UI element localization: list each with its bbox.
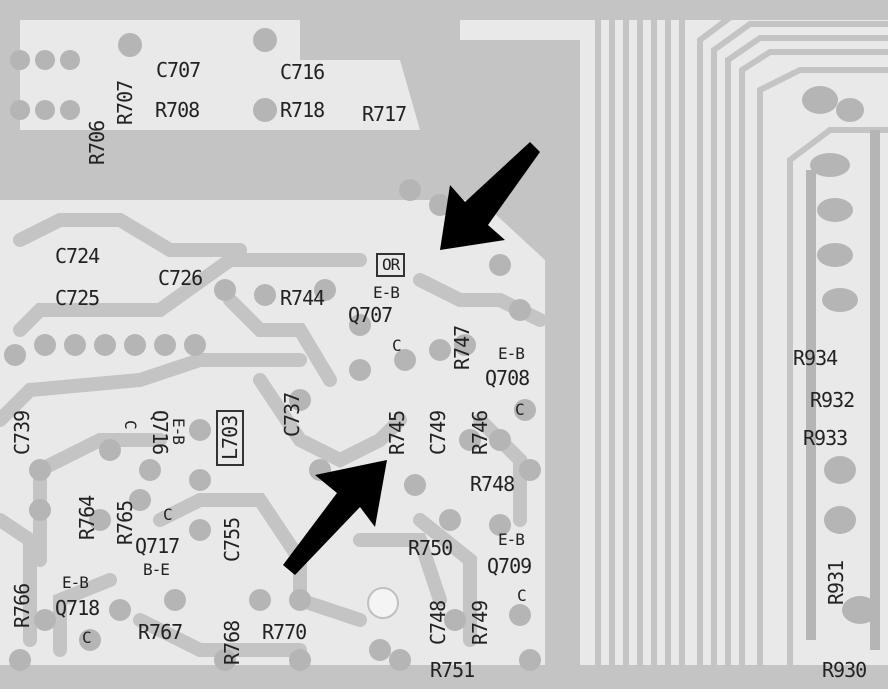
- q716-c-pin: C: [121, 420, 140, 429]
- label-q707: Q707: [348, 303, 393, 327]
- label-r931: R931: [824, 560, 848, 605]
- label-q709: Q709: [487, 554, 532, 578]
- label-c737: C737: [280, 392, 304, 437]
- label-r932: R932: [810, 388, 855, 412]
- label-r745: R745: [385, 410, 409, 455]
- label-r767: R767: [138, 620, 183, 644]
- label-r718: R718: [280, 98, 325, 122]
- q707-eb-pins: E-B: [373, 283, 400, 302]
- label-r764: R764: [75, 495, 99, 540]
- label-r934: R934: [793, 346, 838, 370]
- label-r750: R750: [408, 536, 453, 560]
- label-r768: R768: [220, 620, 244, 665]
- label-c726: C726: [158, 266, 203, 290]
- label-c725: C725: [55, 286, 100, 310]
- label-r744: R744: [280, 286, 325, 310]
- label-r930: R930: [822, 658, 867, 682]
- label-c749: C749: [426, 410, 450, 455]
- label-r706: R706: [85, 120, 109, 165]
- label-r717: R717: [362, 102, 407, 126]
- label-q717: Q717: [135, 534, 180, 558]
- q718-c-pin: C: [82, 628, 92, 647]
- label-r933: R933: [803, 426, 848, 450]
- q709-c-pin: C: [517, 586, 527, 605]
- arrow-down-left-icon: [440, 142, 540, 250]
- label-r707: R707: [113, 80, 137, 125]
- q716-eb-pins: E-B: [169, 418, 188, 444]
- label-c748: C748: [426, 600, 450, 645]
- q708-c-pin: C: [515, 400, 525, 419]
- label-r747: R747: [450, 325, 474, 370]
- arrow-up-right-icon: [283, 460, 387, 575]
- label-c724: C724: [55, 244, 100, 268]
- label-r765: R765: [113, 500, 137, 545]
- label-r746: R746: [468, 410, 492, 455]
- q707-c-pin: C: [392, 336, 402, 355]
- label-r708: R708: [155, 98, 200, 122]
- label-r770: R770: [262, 620, 307, 644]
- q709-eb-pins: E-B: [498, 530, 525, 549]
- or-marker: OR: [376, 253, 406, 277]
- label-r751: R751: [430, 658, 475, 682]
- q717-c-pin: C: [163, 505, 173, 524]
- label-q708: Q708: [485, 366, 530, 390]
- label-c739: C739: [10, 410, 34, 455]
- label-l703: L703: [216, 409, 244, 466]
- label-r749: R749: [468, 600, 492, 645]
- label-q718: Q718: [55, 596, 100, 620]
- label-c707: C707: [156, 58, 201, 82]
- q717-be-pins: B-E: [143, 560, 170, 579]
- q708-eb-pins: E-B: [498, 344, 525, 363]
- label-c716: C716: [280, 60, 325, 84]
- label-r766: R766: [10, 583, 34, 628]
- label-c755: C755: [220, 517, 244, 562]
- q718-eb-pins: E-B: [62, 573, 89, 592]
- label-r748: R748: [470, 472, 515, 496]
- label-q716: Q716: [148, 410, 172, 455]
